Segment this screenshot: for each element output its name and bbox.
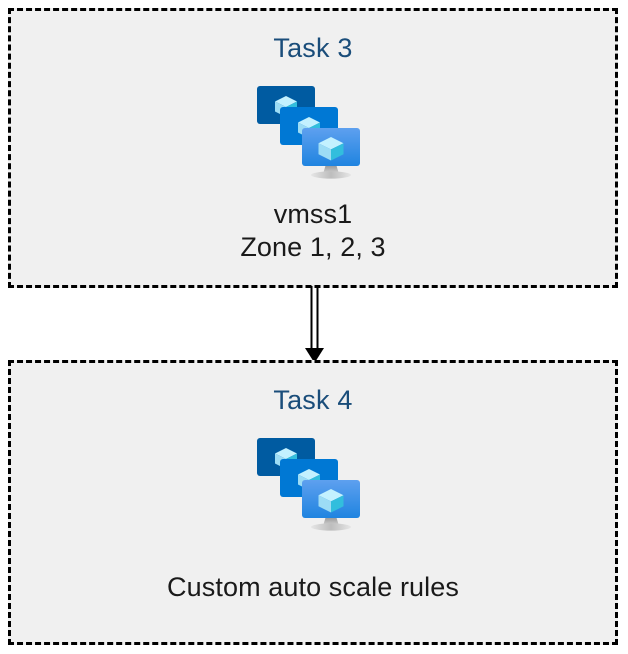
task-caption: Custom auto scale rules <box>167 572 459 602</box>
azure-virtual-machine-scale-set-icon <box>257 438 360 531</box>
task-title: Task 3 <box>273 33 353 63</box>
task-box-task3: Task 3 <box>8 8 618 288</box>
task-box-task4: Task 4 <box>8 360 618 645</box>
azure-virtual-machine-scale-set-icon <box>257 86 360 179</box>
down-arrow-connector <box>305 286 324 363</box>
task-title: Task 4 <box>273 385 353 415</box>
task-caption: vmss1 Zone 1, 2, 3 <box>240 199 386 262</box>
